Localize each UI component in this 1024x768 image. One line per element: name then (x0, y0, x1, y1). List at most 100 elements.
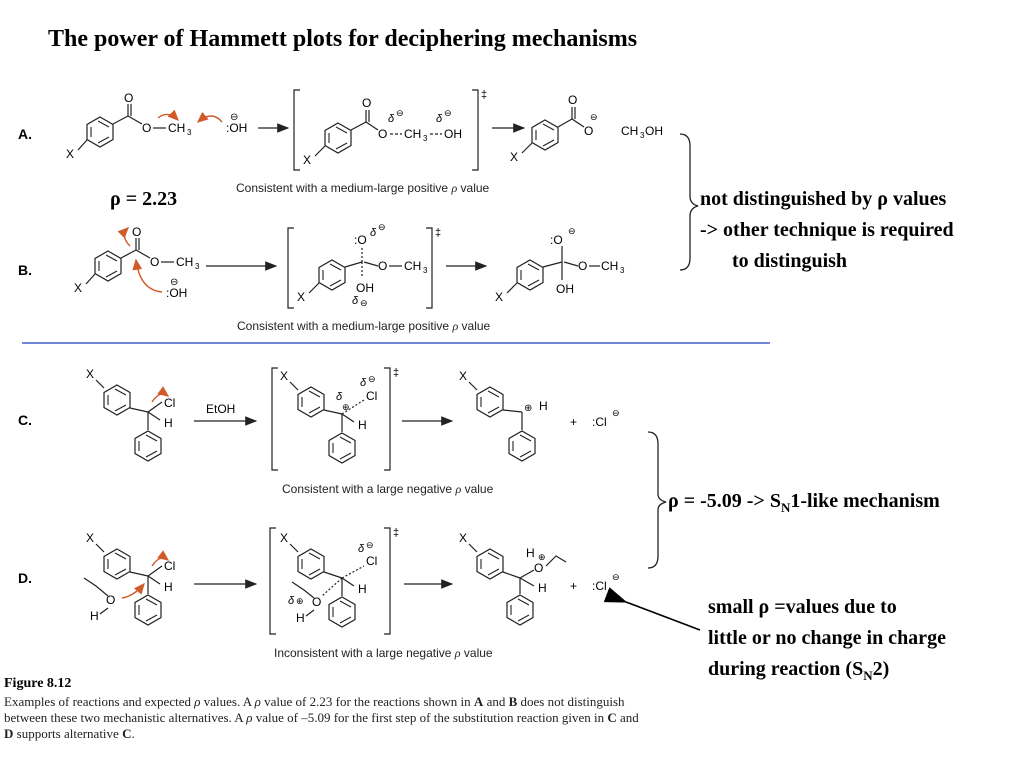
charge-minus: ⊖ (230, 112, 238, 123)
hydrogen-label: H (358, 582, 367, 596)
row-c-products: X ⊕ H + :Cl ⊖ (459, 369, 620, 462)
charge-plus: ⊕ (538, 552, 546, 562)
partial-charge-delta: δ (358, 543, 365, 555)
carboxylate-o-label: O (584, 124, 593, 138)
charge-minus: ⊖ (360, 298, 368, 308)
charge-minus: ⊖ (368, 374, 376, 384)
hydroxide-label: OH (444, 127, 462, 141)
caption-c: Consistent with a large negative ρ value (282, 482, 494, 496)
brace-cd (647, 431, 667, 569)
ts-dagger: ‡ (435, 227, 441, 239)
note-sn2: small ρ =values due to little or no chan… (708, 592, 946, 691)
substituent-x-label: X (459, 369, 467, 383)
partial-charge-delta: δ (352, 295, 359, 307)
hydroxide-label: :OH (226, 121, 247, 135)
chloride-label: Cl (366, 389, 377, 403)
substituent-x-label: X (297, 290, 305, 304)
charge-plus: ⊕ (342, 402, 350, 412)
row-a-transition-state: ‡ X O O δ ⊖ CH 3 OH δ ⊖ (293, 89, 487, 171)
charge-minus: ⊖ (396, 108, 404, 118)
methyl-label: CH (404, 259, 421, 273)
ester-o-label: O (150, 255, 159, 269)
row-d-transition-state: ‡ X δ ⊖ Cl H O δ ⊕ H (269, 527, 399, 635)
figure-label: Figure 8.12 (4, 676, 72, 691)
methyl-subscript: 3 (187, 128, 192, 137)
figure-caption: Examples of reactions and expected ρ val… (4, 694, 639, 741)
alkoxide-o-label: :O (354, 233, 367, 247)
methanol-oh-label: OH (645, 124, 663, 138)
page-title: The power of Hammett plots for decipheri… (48, 26, 638, 52)
row-label-a: A. (18, 126, 32, 142)
hydrogen-label: H (539, 399, 548, 413)
row-d-reactants: X Cl H O H (83, 531, 175, 626)
carbonyl-o-label: O (132, 225, 141, 239)
substituent-x-label: X (86, 531, 94, 545)
note-ab-line3: to distinguish (732, 250, 848, 272)
hydrogen-label: H (538, 581, 547, 595)
hydrogen-label: H (358, 418, 367, 432)
ether-o-label: O (534, 561, 543, 575)
brace-ab (679, 133, 699, 271)
substituent-x-label: X (495, 290, 503, 304)
charge-minus: ⊖ (170, 277, 178, 288)
methyl-subscript: 3 (640, 131, 645, 140)
partial-charge-delta: δ (388, 113, 395, 125)
alkoxide-o-label: :O (550, 233, 563, 247)
ethanol-o-label: O (106, 593, 115, 607)
methyl-label: CH (176, 255, 193, 269)
ether-o-label: O (578, 259, 587, 273)
rho-value-ab: ρ = 2.23 (110, 188, 178, 210)
rho-value-cd: ρ = -5.09 -> SN1-like mechanism (668, 490, 940, 515)
ethanol-o-label: O (312, 595, 321, 609)
hydrogen-label: H (90, 609, 99, 623)
row-c-reactant: X Cl H (86, 367, 175, 462)
row-d-products: X O H ⊕ H + :Cl ⊖ (459, 531, 620, 626)
charge-minus: ⊖ (612, 572, 620, 582)
carbonyl-o-label: O (568, 93, 577, 107)
ts-dagger: ‡ (393, 367, 399, 379)
chloride-ion-label: :Cl (592, 579, 607, 593)
partial-charge-delta: δ (370, 227, 377, 239)
row-a-products: X O O ⊖ CH 3 OH (510, 93, 663, 164)
note-ab-line2: -> other technique is required (700, 219, 954, 241)
hydroxide-label: OH (556, 282, 574, 296)
hydrogen-label: H (526, 546, 535, 560)
substituent-x-label: X (510, 150, 518, 164)
partial-charge-delta: δ (360, 377, 367, 389)
charge-minus: ⊖ (612, 408, 620, 418)
chloride-label: Cl (164, 396, 175, 410)
substituent-x-label: X (86, 367, 94, 381)
methyl-label: CH (601, 259, 618, 273)
methyl-subscript: 3 (423, 266, 428, 275)
hydrogen-label: H (164, 580, 173, 594)
partial-charge-delta: δ (436, 113, 443, 125)
row-b-reactant: X O O CH 3 :OH ⊖ (74, 225, 200, 300)
charge-minus: ⊖ (590, 112, 598, 122)
substituent-x-label: X (280, 369, 288, 383)
note-sn2-line1: small ρ =values due to (708, 596, 897, 618)
row-a-reactant: X O O CH 3 :OH ⊖ (66, 91, 247, 161)
charge-minus: ⊖ (444, 108, 452, 118)
row-c-transition-state: ‡ X δ ⊕ δ ⊖ Cl H (271, 367, 399, 471)
methyl-label: CH (168, 121, 185, 135)
note-ab: not distinguished by ρ values -> other t… (700, 184, 954, 277)
methyl-subscript: 3 (423, 134, 428, 143)
caption-d: Inconsistent with a large negative ρ val… (274, 646, 493, 660)
partial-charge-delta: δ (288, 595, 295, 607)
substituent-x-label: X (66, 147, 74, 161)
note-ab-line1: not distinguished by ρ values (700, 188, 947, 210)
hydrogen-label: H (296, 611, 305, 625)
ester-o-label: O (142, 121, 151, 135)
note-sn2-line3: during reaction (SN2) (708, 658, 890, 683)
note-sn2-line2: little or no change in charge (708, 627, 946, 649)
hydroxide-label: OH (356, 281, 374, 295)
carbonyl-o-label: O (362, 96, 371, 110)
methyl-subscript: 3 (620, 266, 625, 275)
row-label-c: C. (18, 412, 32, 428)
row-b-transition-state: ‡ X :O δ ⊖ O CH 3 OH δ ⊖ (287, 222, 441, 309)
ts-dagger: ‡ (481, 89, 487, 101)
partial-charge-delta: δ (336, 391, 343, 403)
row-label-d: D. (18, 570, 32, 586)
substituent-x-label: X (459, 531, 467, 545)
